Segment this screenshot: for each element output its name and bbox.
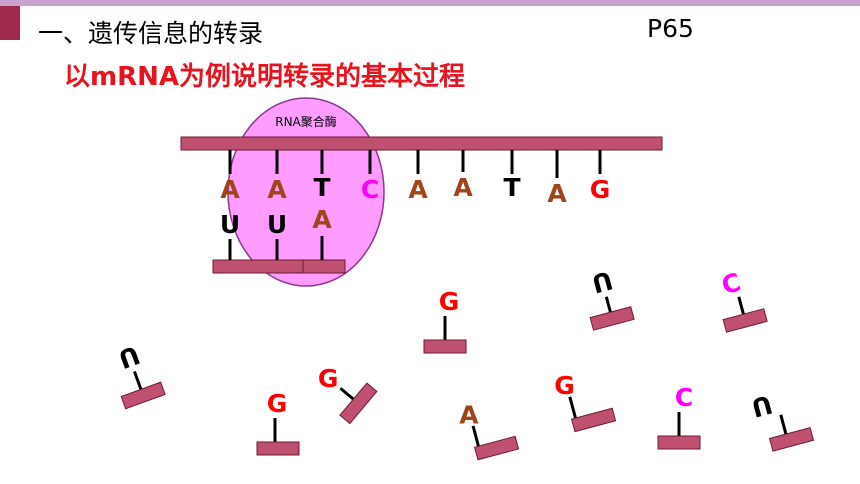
mrna-nucleotide: U (220, 210, 240, 260)
mrna-nucleotide: A (312, 205, 332, 260)
dna-base-label: A (267, 175, 287, 204)
dna-base: A (267, 150, 287, 204)
free-base-label: U (748, 389, 775, 422)
dna-base: A (547, 150, 567, 208)
mrna-base-label: A (312, 205, 332, 234)
free-nucleotide: G (554, 371, 617, 433)
dna-base-label: C (361, 175, 379, 204)
dna-base-label: G (590, 175, 611, 204)
free-nucleotide: C (657, 383, 701, 450)
dna-base: G (590, 150, 611, 204)
dna-base: A (453, 150, 473, 202)
slide-title: 一、遗传信息的转录 (38, 19, 264, 48)
free-base-label: G (267, 389, 288, 418)
free-nucleotide: C (719, 267, 768, 333)
dna-base: A (220, 150, 240, 204)
free-base-label: G (318, 364, 339, 393)
mrna-backbone (212, 259, 304, 274)
dna-backbone (180, 136, 663, 151)
free-base-label: C (719, 267, 744, 300)
rna-polymerase-label: RNA聚合酶 (275, 114, 337, 129)
dna-bases: A A T C A A T A G (220, 150, 610, 208)
dna-template-strand: A A T C A A T A G (180, 136, 663, 208)
free-base-label: U (115, 340, 144, 374)
free-base-label: A (459, 401, 479, 430)
free-nucleotide: U (748, 389, 815, 452)
free-base-label: U (589, 265, 616, 298)
free-base-label: G (439, 287, 460, 316)
top-accent-bar (0, 0, 860, 6)
dna-base: T (503, 150, 521, 202)
corner-accent (0, 6, 20, 40)
free-nucleotide: G (423, 287, 467, 354)
free-nucleotide: U (115, 340, 166, 410)
dna-base-label: A (408, 175, 428, 204)
dna-base: A (408, 150, 428, 204)
mrna-nucleotide: U (267, 210, 287, 260)
mrna-backbone (302, 259, 346, 274)
free-nucleotide: G (256, 389, 300, 456)
mrna-base-label: U (220, 210, 240, 239)
slide-subtitle: 以mRNA为例说明转录的基本过程 (64, 62, 465, 92)
dna-base-label: A (220, 175, 240, 204)
dna-base-label: A (547, 179, 567, 208)
page-reference: P65 (647, 14, 694, 43)
free-base-label: C (675, 383, 693, 412)
dna-base-label: T (313, 173, 330, 202)
dna-base-label: A (453, 173, 473, 202)
free-nucleotide: G (318, 364, 378, 425)
mrna-base-label: U (267, 210, 287, 239)
dna-base: T (313, 150, 331, 202)
dna-base: C (361, 150, 379, 204)
dna-base-label: T (503, 173, 520, 202)
free-nucleotide: U (589, 265, 635, 331)
free-nucleotides: G U C U G G A (115, 265, 815, 461)
free-base-label: G (554, 371, 575, 400)
free-nucleotide: A (459, 401, 520, 461)
mrna-strand: U U A (212, 205, 346, 274)
